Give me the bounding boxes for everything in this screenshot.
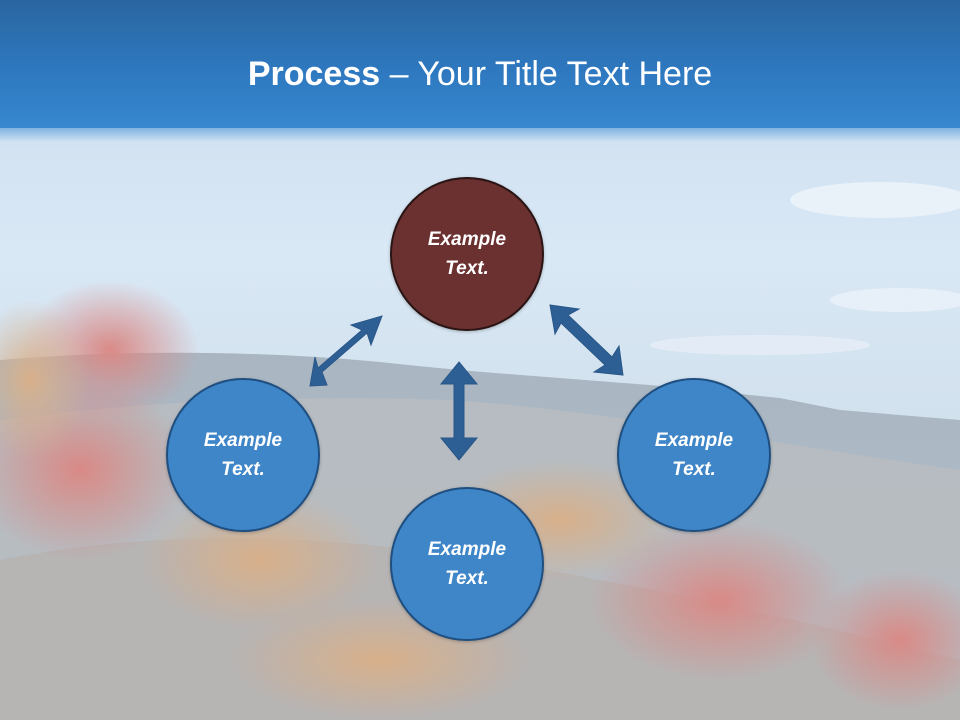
process-step-top-label: Example Text. [427,229,507,279]
process-step-right-label: Example Text. [654,430,734,480]
arrow-top-left [309,315,383,387]
process-step-bottom-label: Example Text. [427,539,507,589]
process-step-left: Example Text. [166,378,320,532]
slide-title: Process – Your Title Text Here [0,52,960,96]
title-rest: – Your Title Text Here [380,55,713,93]
arrow-top-right [549,304,624,376]
process-step-right: Example Text. [617,378,771,532]
title-bar [0,0,960,142]
title-bold: Process [247,55,381,93]
process-step-top: Example Text. [390,177,544,331]
process-step-left-label: Example Text. [203,430,283,480]
arrow-vertical [439,361,479,461]
process-step-bottom: Example Text. [390,487,544,641]
